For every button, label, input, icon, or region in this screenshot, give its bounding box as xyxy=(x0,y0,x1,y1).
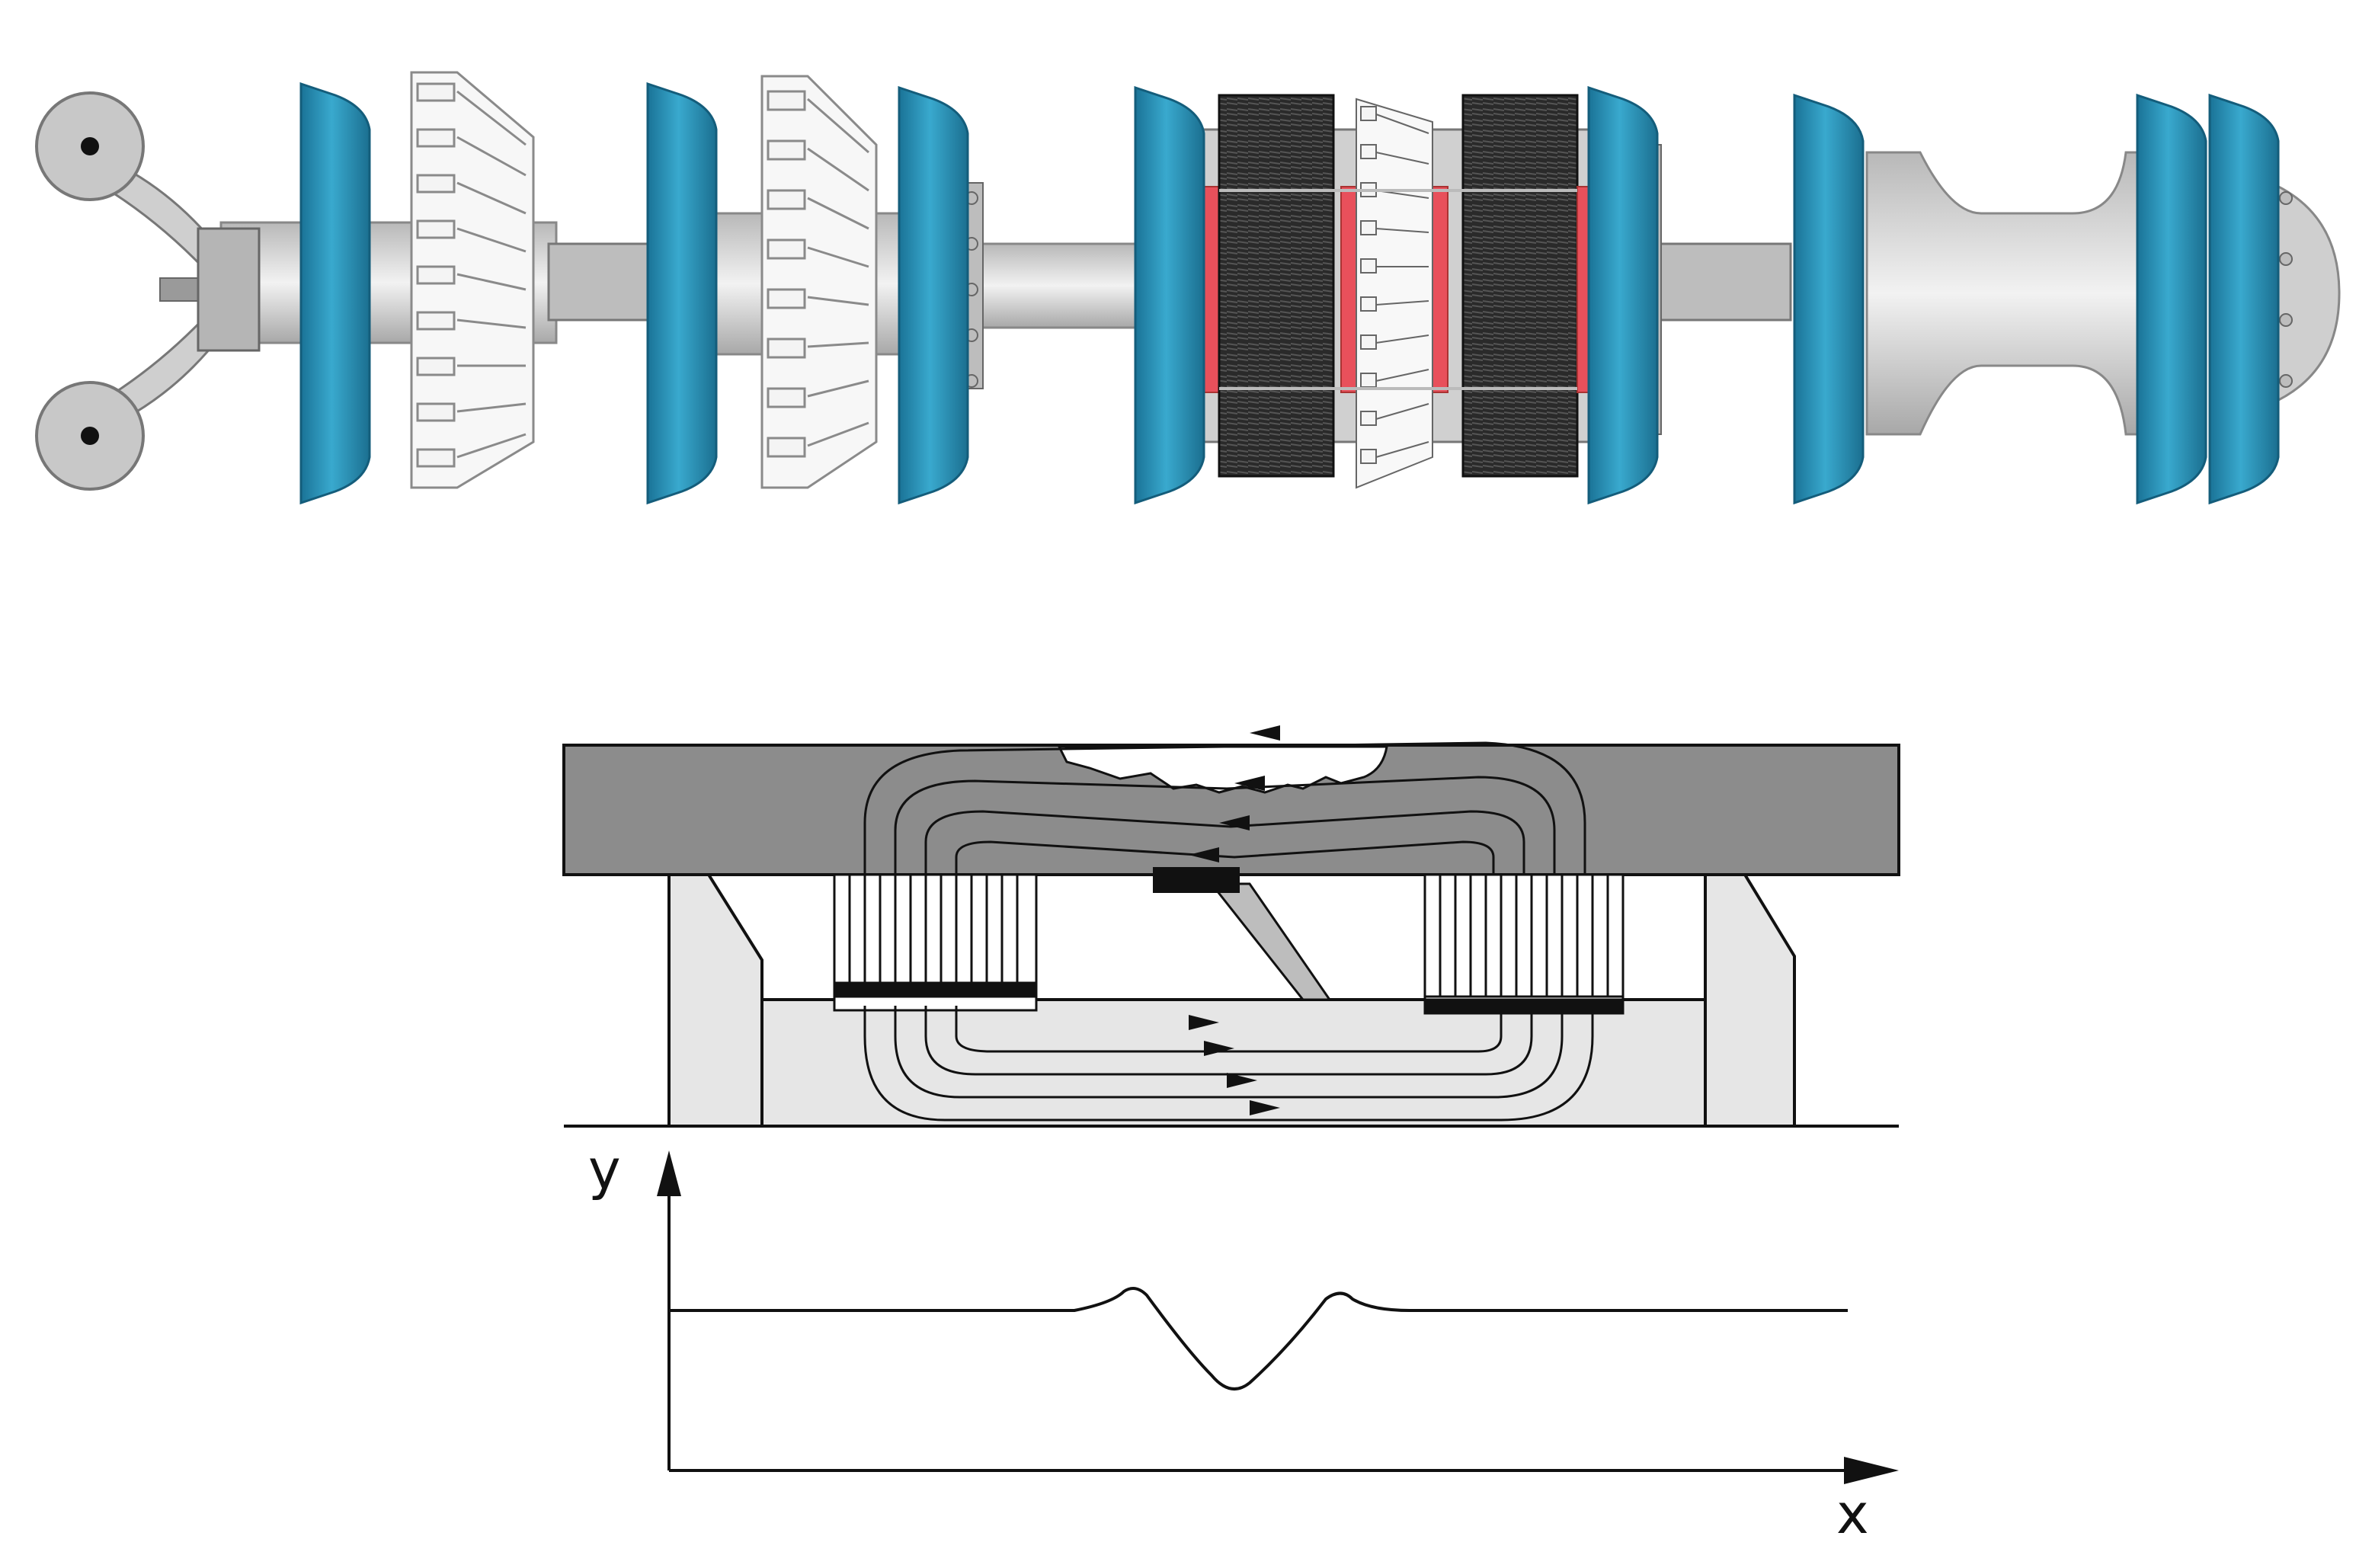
bolt-ring-3 xyxy=(2279,191,2293,388)
caliper-sensor-array-1 xyxy=(410,71,535,489)
odometer-assembly xyxy=(35,91,261,491)
front-coupling xyxy=(547,242,657,322)
cup-5 xyxy=(1587,85,1659,505)
mid-shaft xyxy=(966,242,1152,329)
y-axis-label: y xyxy=(588,1138,621,1202)
inspection-pig xyxy=(35,71,2341,505)
cup-8 xyxy=(2208,93,2280,505)
flux-direction-arrows xyxy=(1189,725,1280,1115)
cup-2 xyxy=(646,82,718,505)
right-pole-piece xyxy=(1704,873,1796,1128)
x-axis-arrowhead xyxy=(1844,1457,1899,1484)
corrosion-defect xyxy=(1057,745,1388,794)
rear-body xyxy=(1865,151,2173,436)
cup-1 xyxy=(299,82,371,505)
cup-4 xyxy=(1134,85,1205,505)
sealing-cups xyxy=(299,82,2280,505)
left-pole-piece xyxy=(667,873,763,1128)
sensor-arm xyxy=(1208,882,1332,1001)
mfl-cross-section xyxy=(562,725,1900,1128)
signal-trace xyxy=(669,1287,1848,1390)
wire-brush-rear xyxy=(1461,94,1579,478)
hall-sensor xyxy=(1153,867,1240,893)
left-brush xyxy=(833,873,1038,1012)
x-axis-label: x xyxy=(1836,1482,1869,1546)
rear-coupling xyxy=(1644,242,1792,322)
nose-cone xyxy=(2269,181,2341,406)
magnet-yoke xyxy=(760,998,1707,1128)
mfl-sensor-ring xyxy=(1356,98,1433,489)
caliper-sensor-array-2 xyxy=(760,75,878,489)
mfl-magnetizer xyxy=(1195,94,1609,489)
cup-6 xyxy=(1793,93,1865,505)
cup-7 xyxy=(2136,93,2207,505)
signal-plot: y x xyxy=(588,1138,1899,1546)
magnetic-flux-lines xyxy=(863,741,1594,1122)
y-axis-arrowhead xyxy=(657,1150,681,1196)
right-brush xyxy=(1423,873,1625,1015)
cup-3 xyxy=(898,85,969,505)
wire-brush-front xyxy=(1218,94,1335,478)
